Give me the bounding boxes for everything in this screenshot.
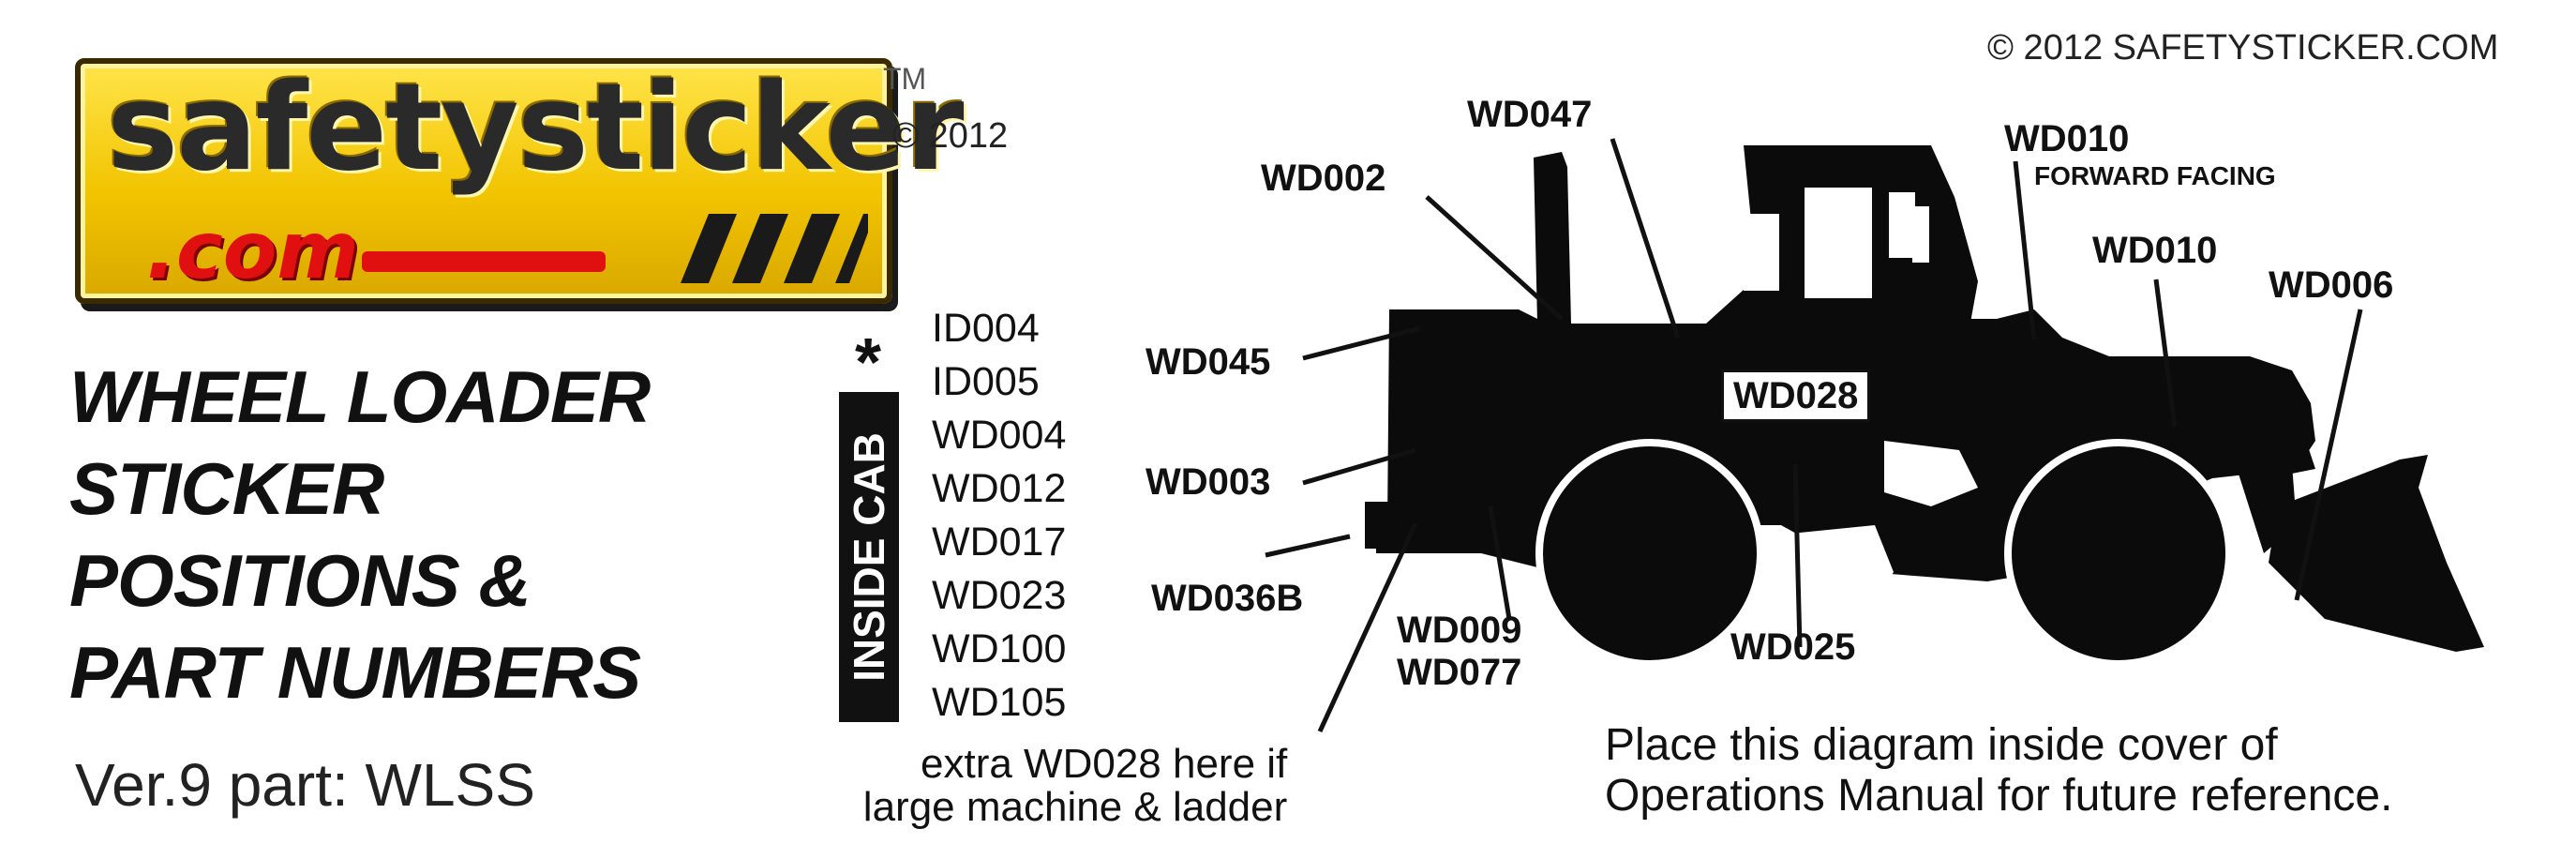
footer-note-line-2: Operations Manual for future reference.: [1605, 771, 2393, 821]
cab-item-wd017: WD017: [932, 520, 1067, 565]
label-wd025: WD025: [1730, 626, 1856, 668]
logo-dotcom-text: .com: [146, 204, 359, 296]
title-line-3: POSITIONS &: [69, 539, 532, 622]
rear-wheel: [1535, 439, 1764, 668]
front-wheel: [2004, 439, 2233, 668]
extra-note-line-2: large machine & ladder: [862, 784, 1288, 830]
cab-item-wd105: WD105: [932, 680, 1067, 725]
header-copyright: © 2012 SAFETYSTICKER.COM: [1987, 28, 2499, 68]
cab-item-wd012: WD012: [932, 466, 1067, 511]
cab-item-wd004: WD004: [932, 413, 1067, 458]
label-wd045: WD045: [1146, 341, 1271, 383]
safetysticker-logo: safetysticker .com: [75, 58, 964, 304]
label-forward-facing: FORWARD FACING: [2034, 161, 2276, 190]
extra-wd028-note: extra WD028 here if large machine & ladd…: [863, 741, 1288, 829]
footer-note: Place this diagram inside cover of Opera…: [1605, 720, 2392, 821]
logo-copyright: © 2012: [892, 116, 1009, 156]
footer-note-line-1: Place this diagram inside cover of: [1605, 720, 2278, 770]
label-wd006: WD006: [2269, 264, 2394, 306]
logo-main-text: safetysticker: [107, 58, 964, 198]
extra-note-line-1: extra WD028 here if: [921, 741, 1288, 787]
title-line-2: STICKER: [69, 447, 384, 530]
label-wd077: WD077: [1397, 652, 1522, 693]
cab-windows: [1683, 188, 1929, 298]
label-wd028: WD028: [1721, 369, 1871, 422]
label-wd003: WD003: [1146, 461, 1271, 503]
inside-cab-badge: [839, 392, 899, 722]
cab-item-id005: ID005: [932, 359, 1040, 404]
version-label: Ver.9 part: WLSS: [75, 751, 535, 819]
inside-cab-asterisk: *: [855, 325, 882, 400]
label-wd002: WD002: [1261, 158, 1386, 199]
label-wd009: WD009: [1397, 610, 1522, 651]
label-wd010-arm: WD010: [2092, 230, 2218, 271]
logo-hazard-stripes: [681, 214, 868, 283]
label-wd010-top: WD010: [2004, 118, 2130, 159]
label-wd036b: WD036B: [1151, 578, 1304, 619]
trademark-mark: TM: [883, 62, 927, 96]
leader-lines: [1265, 138, 2363, 733]
logo-red-stripe: [362, 251, 606, 272]
cab-item-wd023: WD023: [932, 573, 1067, 618]
title-line-1: WHEEL LOADER: [69, 355, 651, 438]
title-line-4: PART NUMBERS: [69, 631, 641, 714]
cab-door-asterisk: *: [1824, 247, 1852, 326]
cab-item-id004: ID004: [932, 306, 1040, 351]
cab-item-wd100: WD100: [932, 626, 1067, 671]
label-wd047: WD047: [1467, 94, 1593, 135]
